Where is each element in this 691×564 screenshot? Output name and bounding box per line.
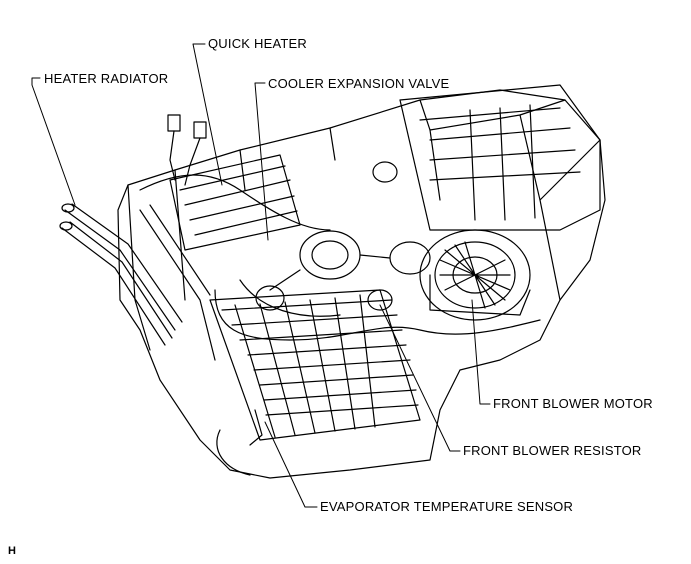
leader-quick-heater <box>192 43 223 186</box>
leader-evaporator-temperature-sensor <box>264 421 318 508</box>
leader-front-blower-motor <box>471 299 491 405</box>
unit-housing <box>117 89 606 479</box>
heater-radiator-label: HEATER RADIATOR <box>44 71 169 86</box>
blower-housing <box>399 84 601 231</box>
wire-harness <box>139 174 541 476</box>
quick-heater <box>167 114 301 251</box>
front-blower-motor-label: FRONT BLOWER MOTOR <box>493 396 653 411</box>
evaporator-core <box>209 289 421 441</box>
front-blower-motor <box>419 229 531 321</box>
evaporator-temperature-sensor-label: EVAPORATOR TEMPERATURE SENSOR <box>320 499 574 514</box>
figure-id: H <box>8 545 16 557</box>
front-blower-resistor-label: FRONT BLOWER RESISTOR <box>463 443 642 458</box>
heater-radiator <box>59 203 216 361</box>
quick-heater-label: QUICK HEATER <box>208 36 307 51</box>
leader-lines <box>31 43 491 508</box>
cooler-expansion-valve <box>239 161 431 317</box>
cooler-expansion-valve-label: COOLER EXPANSION VALVE <box>268 76 450 91</box>
leader-front-blower-resistor <box>379 304 461 452</box>
leader-cooler-expansion-valve <box>254 82 269 241</box>
leader-heater-radiator <box>31 77 76 206</box>
